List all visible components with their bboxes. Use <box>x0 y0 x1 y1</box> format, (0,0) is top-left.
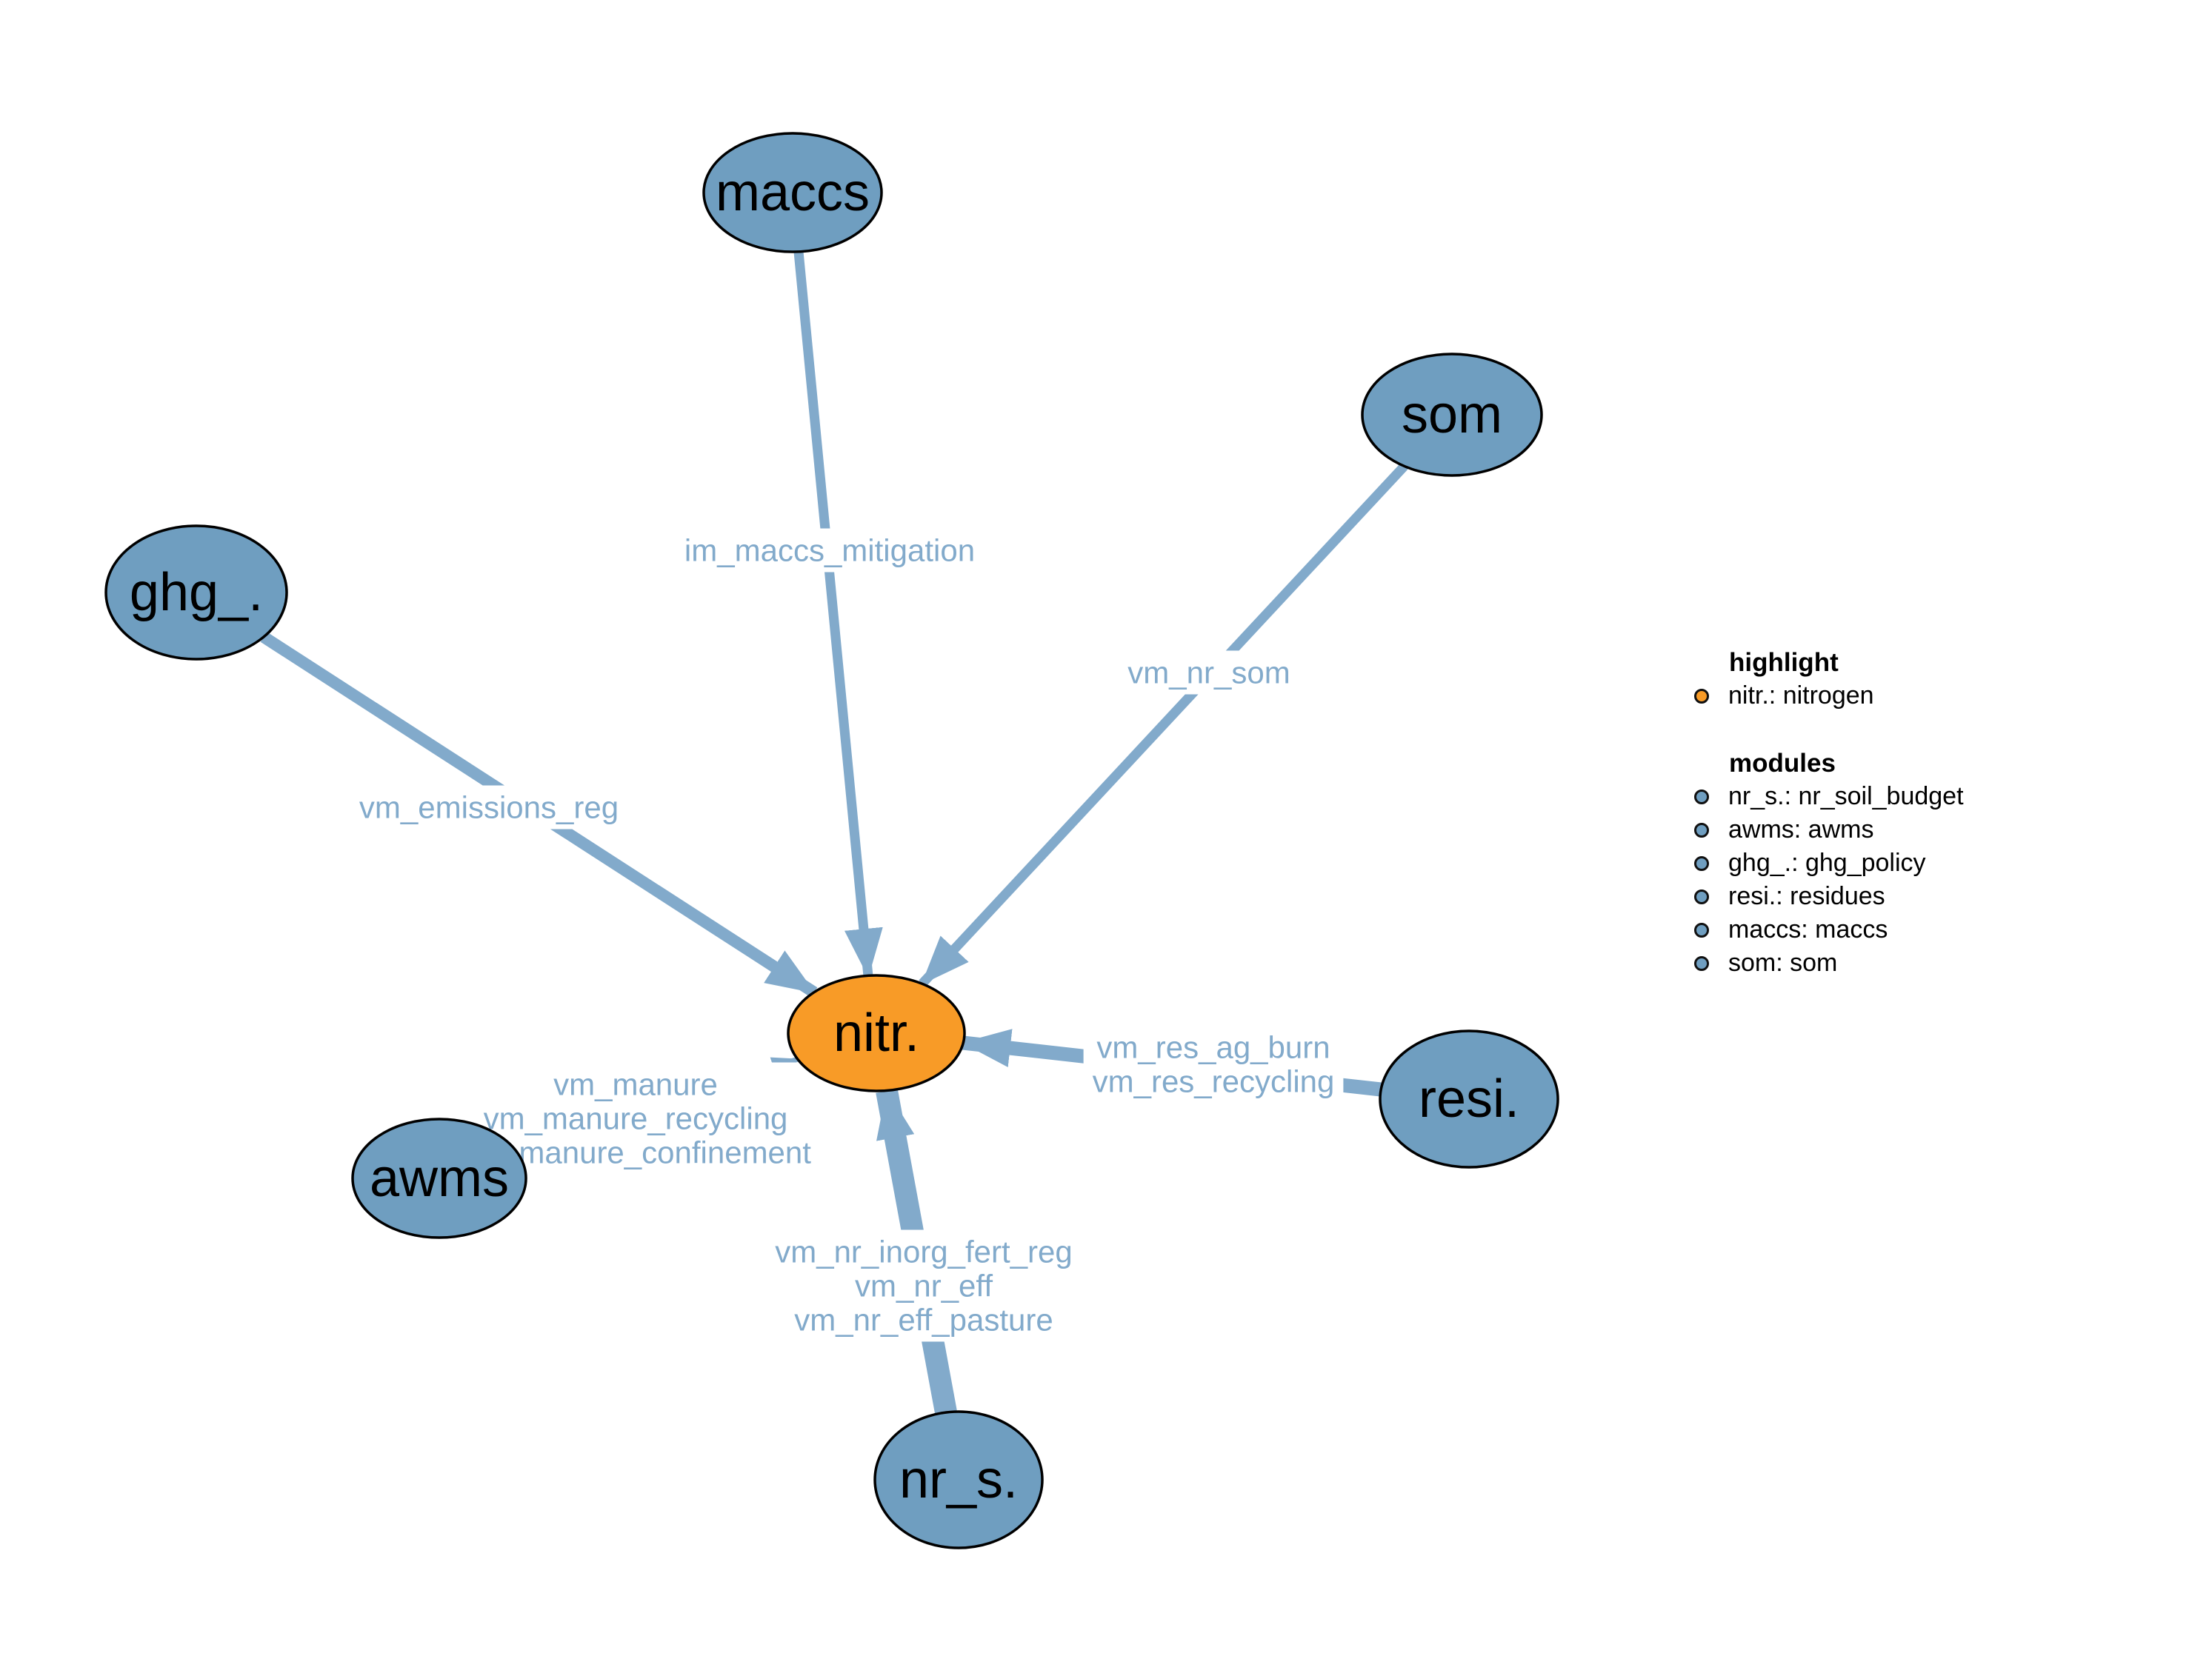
legend-item-label: maccs: maccs <box>1728 915 1888 944</box>
edge-maccs-to-nitr <box>793 251 883 978</box>
node-awms: awms <box>351 1118 527 1239</box>
legend-item-module: maccs: maccs <box>1694 913 1964 947</box>
module-node-shape <box>1361 353 1543 477</box>
edge-som-to-nitr <box>919 462 1408 987</box>
module-node-shape <box>104 524 288 661</box>
edge-label-line: vm_manure_recycling <box>484 1101 788 1136</box>
edge-label-line: vm_nr_eff_pasture <box>794 1303 1053 1338</box>
edge-label-maccs-nitr: im_maccs_mitigation <box>675 528 985 573</box>
node-label-nitr: nitr. <box>833 1004 919 1063</box>
edge-label-som-nitr: vm_nr_som <box>1119 650 1299 695</box>
edge-label-background <box>766 1229 1082 1342</box>
node-label-maccs: maccs <box>716 163 870 222</box>
edge-label-background <box>350 785 628 830</box>
edge-label-line: vm_manure <box>553 1067 718 1102</box>
legend-item-label: ghg_.: ghg_policy <box>1728 849 1926 877</box>
node-label-nr_s: nr_s. <box>899 1450 1018 1509</box>
legend-item-label: nr_s.: nr_soil_budget <box>1728 782 1964 810</box>
module-node-shape <box>351 1118 527 1239</box>
edge-label-line: vm_res_ag_burn <box>1096 1030 1330 1065</box>
legend-item-highlight: nitr.: nitrogen <box>1694 679 1964 712</box>
edge-label-line: vm_nr_eff <box>855 1269 993 1304</box>
module-bullet-icon <box>1694 789 1709 804</box>
edge-label-background <box>1083 1025 1344 1104</box>
module-bullet-icon <box>1694 955 1709 971</box>
node-label-som: som <box>1402 385 1502 444</box>
edge-label-line: vm_emissions_reg <box>359 790 619 825</box>
node-nr_s: nr_s. <box>873 1410 1044 1549</box>
module-bullet-icon <box>1694 922 1709 938</box>
module-node-shape <box>702 132 883 253</box>
legend-item-module: awms: awms <box>1694 813 1964 847</box>
node-label-ghg_: ghg_. <box>130 563 263 622</box>
highlight-node-shape <box>787 974 966 1092</box>
edge-label-line: vm_res_recycling <box>1093 1064 1335 1099</box>
legend-item-module: ghg_.: ghg_policy <box>1694 847 1964 880</box>
edge-label-ghg_-nitr: vm_emissions_reg <box>350 785 628 830</box>
legend-item-label: resi.: residues <box>1728 882 1885 910</box>
edge-label-line: vm_nr_som <box>1127 655 1290 690</box>
node-nitr: nitr. <box>787 974 966 1092</box>
legend-item-module: resi.: residues <box>1694 880 1964 913</box>
node-label-awms: awms <box>370 1149 509 1208</box>
legend-item-module: som: som <box>1694 947 1964 980</box>
highlight-bullet-icon <box>1694 688 1709 704</box>
legend-modules-title: modules <box>1729 749 1836 778</box>
module-node-shape <box>1379 1029 1559 1169</box>
edge-label-line: vm_nr_inorg_fert_reg <box>775 1235 1073 1269</box>
module-bullet-icon <box>1694 889 1709 904</box>
legend-highlight-title: highlight <box>1729 648 1839 677</box>
edge-label-nr_s-nitr: vm_nr_inorg_fert_regvm_nr_effvm_nr_eff_p… <box>766 1229 1082 1342</box>
module-bullet-icon <box>1694 822 1709 838</box>
legend-item-label: awms: awms <box>1728 815 1874 844</box>
node-ghg_: ghg_. <box>104 524 288 661</box>
legend-spacer <box>1694 712 1964 747</box>
edge-label-background <box>675 528 985 573</box>
node-resi: resi. <box>1379 1029 1559 1169</box>
legend: highlight nitr.: nitrogen modules nr_s.:… <box>1694 646 1964 980</box>
edge-labels-layer: im_maccs_mitigation vm_nr_som vm_emissions… <box>350 528 1344 1342</box>
node-som: som <box>1361 353 1543 477</box>
node-maccs: maccs <box>702 132 883 253</box>
node-label-resi: resi. <box>1419 1069 1519 1129</box>
module-node-shape <box>873 1410 1044 1549</box>
edge-label-line: im_maccs_mitigation <box>684 533 975 568</box>
nodes-layer: maccs som ghg_.awms resi. nr_s. nitr. <box>104 132 1559 1549</box>
edge-label-background <box>1119 650 1299 695</box>
module-bullet-icon <box>1694 855 1709 871</box>
legend-item-module: nr_s.: nr_soil_budget <box>1694 780 1964 813</box>
legend-item-label: som: som <box>1728 949 1838 977</box>
legend-item-label: nitr.: nitrogen <box>1728 681 1874 710</box>
